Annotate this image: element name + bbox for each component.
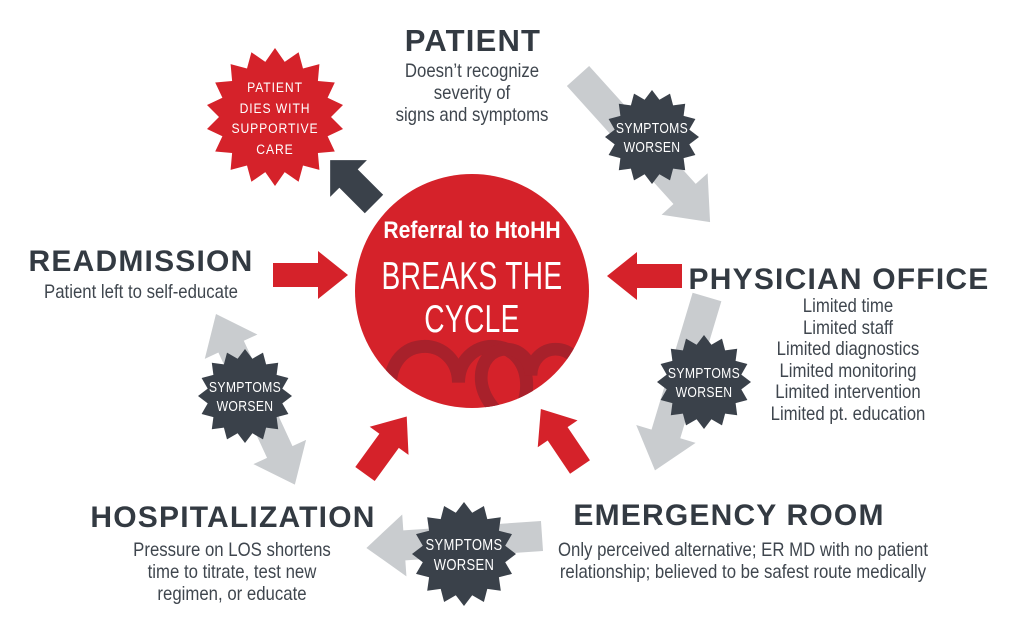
dark-arrow-center-to-death-icon bbox=[330, 160, 384, 214]
symptoms-worsen-badge-top-right bbox=[605, 90, 699, 184]
stage-physician-desc: Limited time Limited staff Limited diagn… bbox=[710, 295, 985, 425]
center-headline-line2: CYCLE bbox=[424, 298, 520, 341]
text-line: Only perceived alternative; ER MD with n… bbox=[557, 539, 929, 561]
badge-line: WORSEN bbox=[623, 140, 681, 156]
text-line: severity of bbox=[433, 82, 511, 104]
death-line: CARE bbox=[256, 141, 294, 157]
stage-er-title: EMERGENCY ROOM bbox=[573, 499, 885, 532]
heart-outline-small bbox=[474, 342, 588, 408]
text-line: signs and symptoms bbox=[395, 104, 549, 126]
badge-line: SYMPTOMS bbox=[425, 537, 503, 554]
symptoms-worsen-badge-left bbox=[198, 349, 292, 443]
red-arrow-bottom-left-to-center-icon bbox=[355, 416, 409, 482]
symptoms-worsen-badge-right bbox=[657, 335, 751, 429]
stage-hospitalization-title: HOSPITALIZATION bbox=[90, 501, 376, 534]
death-starburst-label: PATIENT DIES WITH SUPPORTIVE CARE bbox=[203, 78, 347, 160]
badge-line: WORSEN bbox=[433, 557, 495, 574]
text-line: Limited pt. education bbox=[770, 402, 926, 425]
symptoms-worsen-badge-bottom bbox=[412, 502, 516, 606]
death-starburst bbox=[207, 48, 343, 186]
text-line: Limited staff bbox=[802, 316, 894, 339]
badge-line: SYMPTOMS bbox=[208, 380, 282, 396]
red-arrow-physician-to-center-icon bbox=[607, 252, 682, 300]
center-headline: BREAKS THE CYCLE bbox=[364, 255, 580, 341]
stage-readmission-desc: Patient left to self-educate bbox=[3, 281, 278, 303]
text-line: Pressure on LOS shortens bbox=[133, 539, 331, 561]
center-headline-line1: BREAKS THE bbox=[381, 255, 563, 298]
text-line: relationship; believed to be safest rout… bbox=[559, 561, 927, 583]
stage-physician-title: PHYSICIAN OFFICE bbox=[688, 263, 990, 296]
stage-er-desc: Only perceived alternative; ER MD with n… bbox=[545, 539, 941, 583]
death-line: DIES WITH bbox=[239, 100, 311, 116]
death-line: PATIENT bbox=[247, 80, 303, 95]
text-line: Limited monitoring bbox=[779, 359, 917, 382]
stage-hospitalization-desc: Pressure on LOS shortens time to titrate… bbox=[94, 539, 369, 605]
center-eyebrow: Referral to HtoHH bbox=[383, 217, 561, 244]
stage-patient-title: PATIENT bbox=[404, 23, 542, 58]
text-line: Doesn’t recognize bbox=[404, 60, 540, 82]
symptoms-worsen-label-left: SYMPTOMS WORSEN bbox=[186, 379, 304, 417]
badge-line: WORSEN bbox=[216, 399, 274, 415]
text-line: Limited time bbox=[802, 295, 894, 317]
symptoms-worsen-label-right: SYMPTOMS WORSEN bbox=[645, 365, 763, 403]
red-arrow-readmission-to-center-icon bbox=[273, 251, 348, 299]
badge-line: SYMPTOMS bbox=[667, 366, 741, 382]
symptoms-worsen-label-top-right: SYMPTOMS WORSEN bbox=[593, 120, 711, 158]
text-line: time to titrate, test new bbox=[147, 561, 317, 583]
text-line: Patient left to self-educate bbox=[44, 281, 238, 303]
red-arrow-bottom-right-to-center-icon bbox=[537, 408, 590, 474]
text-line: Limited diagnostics bbox=[776, 338, 920, 360]
stage-readmission-title: READMISSION bbox=[28, 245, 254, 278]
hearts-icon bbox=[383, 339, 588, 408]
death-line: SUPPORTIVE bbox=[231, 121, 319, 136]
text-line: regimen, or educate bbox=[157, 583, 307, 605]
badge-line: WORSEN bbox=[675, 385, 733, 401]
symptoms-worsen-label-bottom: SYMPTOMS WORSEN bbox=[405, 536, 523, 576]
stage-patient-desc: Doesn’t recognize severity of signs and … bbox=[334, 60, 609, 126]
badge-line: SYMPTOMS bbox=[615, 121, 689, 137]
text-line: Limited intervention bbox=[775, 381, 921, 403]
